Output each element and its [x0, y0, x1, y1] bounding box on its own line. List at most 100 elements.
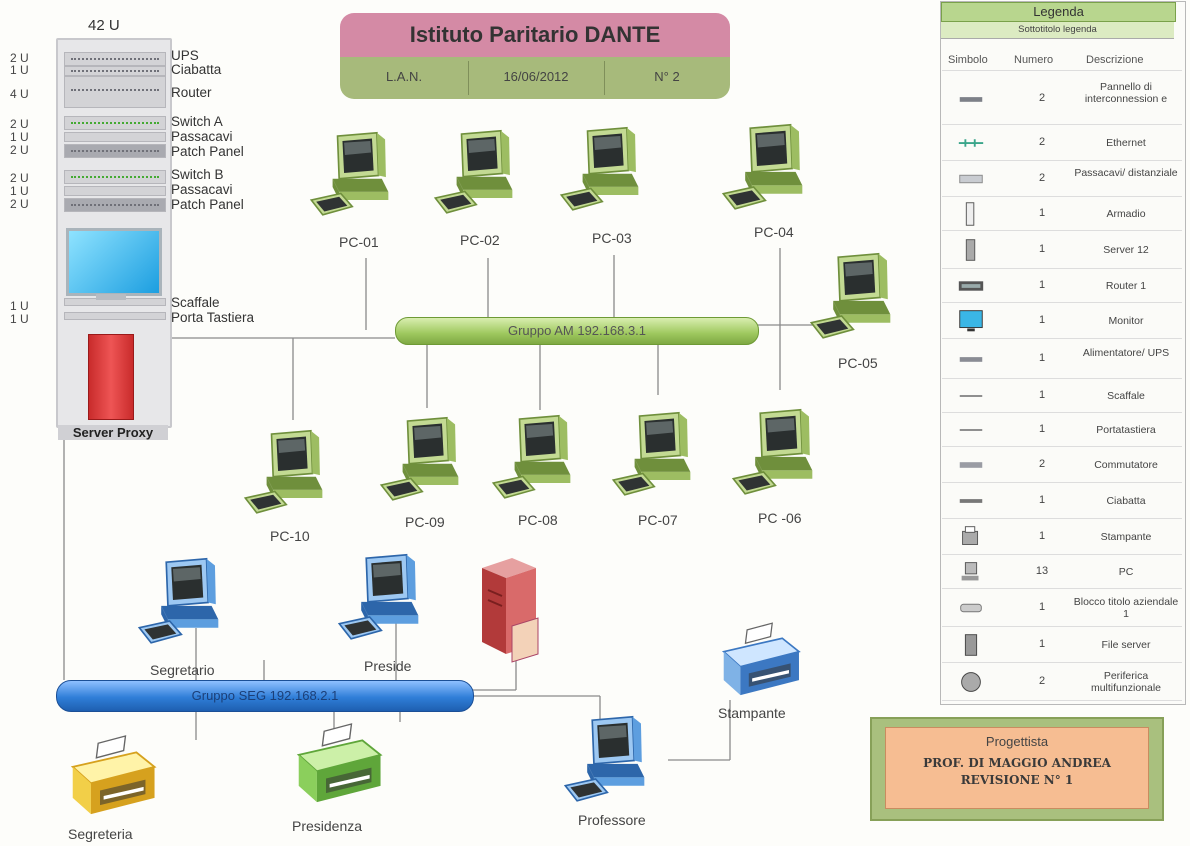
title-block-info: L.A.N. 16/06/2012 N° 2 [340, 57, 730, 99]
legend-number: 1 [1038, 279, 1046, 291]
device-label-pc03: PC-03 [592, 230, 632, 246]
pc-icon [558, 115, 640, 221]
rack-u-label: 2 U [10, 51, 29, 65]
patch-panel-unit [64, 198, 166, 212]
monitor-stand [96, 294, 126, 300]
device-label-stampante: Stampante [718, 705, 786, 721]
legend-number: 2 [1038, 92, 1046, 104]
legend-col-number: Numero [1014, 54, 1054, 66]
legend-description: Pannello di interconnession e [1084, 81, 1168, 105]
pc-icon [720, 112, 804, 220]
legend-description: Periferica multifunzionale [1090, 670, 1162, 694]
legend-number: 1 [1038, 423, 1046, 435]
file-server-icon [482, 558, 539, 663]
printer-icon [712, 618, 804, 702]
device-label-preside: Preside [364, 658, 412, 674]
bus-gruppo-am: Gruppo AM 192.168.3.1 [395, 317, 759, 345]
legend-row: 1 Blocco titolo aziendale 1 [942, 590, 1182, 626]
legend-number: 13 [1035, 565, 1049, 577]
title-block-number: N° 2 [654, 69, 680, 84]
rack-label: Porta Tastiera [171, 310, 255, 325]
legend-number: 1 [1038, 314, 1046, 326]
keyboard-tray-unit [64, 312, 166, 320]
legend-description: Stampante [1100, 531, 1152, 543]
legend-row: 1 File server [942, 628, 1182, 662]
legend [940, 1, 1186, 705]
legend-number: 2 [1038, 458, 1046, 470]
printer-icon [962, 526, 979, 545]
legend-description: Server 12 [1103, 244, 1149, 256]
switch-b-unit [64, 170, 166, 184]
legend-row: 2 Periferica multifunzionale [942, 664, 1182, 700]
rack-label: Patch Panel [171, 197, 244, 212]
device-label-pc07: PC-07 [638, 512, 678, 528]
legend-row: 1 Server 12 [942, 232, 1182, 268]
router-unit [64, 76, 166, 108]
device-label-pc06: PC -06 [758, 510, 802, 526]
rack-label: Scaffale [171, 295, 220, 310]
ups-icon [959, 357, 983, 362]
rack-label: UPS [171, 48, 199, 63]
legend-number: 1 [1038, 638, 1046, 650]
patch-panel-unit [64, 144, 166, 158]
legend-col-desc: Descrizione [1086, 54, 1144, 66]
legend-description: Ciabatta [1106, 495, 1146, 507]
cable-manager-unit [64, 186, 166, 196]
device-label-pc08: PC-08 [518, 512, 558, 528]
device-label-presidenza: Presidenza [292, 818, 363, 834]
rack-u-label: 2 U [10, 197, 29, 211]
device-label-segreteria: Segreteria [68, 826, 133, 842]
device-label-pc01: PC-01 [339, 234, 379, 250]
device-label-pc05: PC-05 [838, 355, 878, 371]
legend-description: Router 1 [1105, 280, 1147, 292]
rack-u-label: 1 U [10, 299, 29, 313]
pc-icon [961, 562, 979, 581]
legend-number: 2 [1038, 675, 1046, 687]
file-server-icon [964, 634, 978, 656]
pc-icon [808, 242, 892, 348]
pc-icon [490, 403, 572, 509]
pc-icon [136, 548, 220, 652]
designer-name: PROF. DI MAGGIO ANDREA [923, 756, 1111, 770]
device-label-segretario: Segretario [150, 662, 215, 678]
keyboard-tray-icon [959, 429, 983, 431]
title-block-icon [960, 603, 982, 613]
rack-label: Router [171, 85, 212, 100]
legend-number: 1 [1038, 243, 1046, 255]
rack-u-label: 1 U [10, 63, 29, 77]
legend-subtitle: Sottotitolo legenda [941, 22, 1174, 39]
designer-title: Progettista [985, 734, 1049, 749]
legend-number: 1 [1038, 601, 1046, 613]
legend-description: File server [1101, 639, 1151, 651]
rack-u-label: 1 U [10, 312, 29, 326]
pc-icon [336, 544, 420, 648]
legend-description: Scaffale [1107, 390, 1145, 402]
designer-revision: REVISIONE N° 1 [960, 773, 1074, 787]
legend-row: 1 Portatastiera [942, 414, 1182, 446]
rack-label: Patch Panel [171, 144, 244, 159]
pc-icon [610, 400, 692, 506]
legend-description: Blocco titolo aziendale 1 [1073, 596, 1179, 620]
legend-description: Portatastiera [1096, 424, 1156, 436]
legend-number: 1 [1038, 494, 1046, 506]
rack-u-label: 1 U [10, 184, 29, 198]
proxy-server-icon [88, 334, 134, 420]
multifunction-printer-icon [286, 718, 386, 810]
designer-block: Progettista PROF. DI MAGGIO ANDREA REVIS… [885, 727, 1149, 809]
bus-gruppo-seg: Gruppo SEG 192.168.2.1 [56, 680, 474, 712]
ups-unit [64, 52, 166, 66]
legend-col-symbol: Simbolo [948, 54, 988, 66]
server-icon [965, 239, 976, 261]
cable-manager-unit [64, 132, 166, 142]
pc-icon [308, 120, 390, 226]
legend-row: 1 Router 1 [942, 270, 1182, 302]
router-icon [958, 281, 984, 291]
